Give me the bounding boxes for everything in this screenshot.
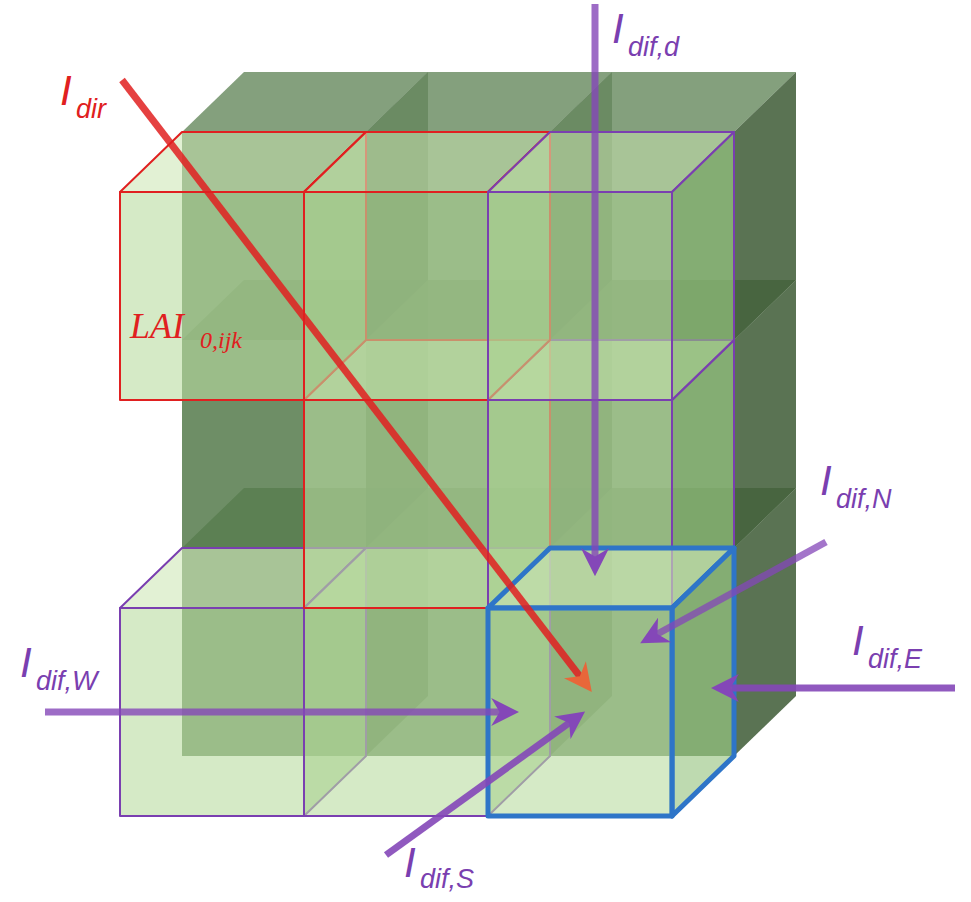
- symbol-subscript: dif,N: [836, 486, 892, 513]
- radiation-arrow: [122, 80, 585, 683]
- radiation-arrow: [650, 542, 826, 638]
- symbol-letter: I: [404, 842, 416, 884]
- symbol-letter: I: [60, 70, 72, 112]
- voxel-face: [304, 192, 488, 400]
- symbol-letter: I: [852, 620, 864, 662]
- voxel-face: [672, 132, 734, 400]
- symbol-subscript: dir: [76, 96, 106, 123]
- symbol-letter: I: [20, 642, 32, 684]
- symbol-letter: I: [820, 460, 832, 502]
- symbol-subscript: dif,W: [36, 668, 98, 695]
- radiation-arrow: [386, 718, 576, 855]
- symbol-subscript: dif,S: [420, 866, 474, 893]
- voxel-cubes: [120, 72, 796, 816]
- voxel-cube: [488, 132, 734, 400]
- radiation-arrow: [45, 709, 508, 716]
- symbol-subscript: dif,E: [868, 646, 922, 673]
- voxel-face: [488, 192, 672, 400]
- symbol-subscript: dif,d: [628, 34, 679, 61]
- voxel-face: [488, 608, 672, 816]
- radiation-arrow: [592, 4, 599, 565]
- voxel-face: [672, 548, 734, 816]
- radiation-arrows: [45, 4, 955, 855]
- radiation-arrow: [722, 685, 955, 692]
- voxel-cube: [488, 548, 734, 816]
- symbol-letter: LAI: [130, 308, 184, 344]
- symbol-letter: I: [612, 8, 624, 50]
- voxel-face: [734, 72, 796, 340]
- symbol-subscript: 0,ijk: [200, 328, 242, 352]
- voxel-face: [120, 192, 304, 400]
